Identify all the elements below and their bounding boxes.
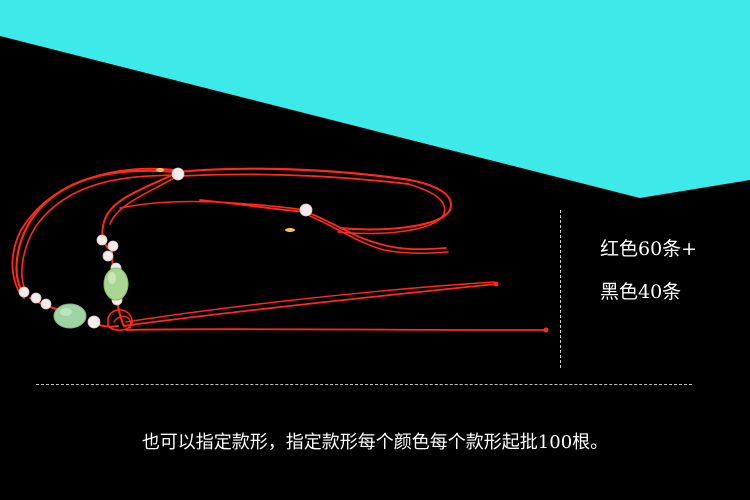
spec-black-quantity: 黑色40条 xyxy=(600,281,682,303)
spec-red-quantity: 红色60条+ xyxy=(600,238,698,260)
vertical-divider xyxy=(560,210,561,368)
horizontal-divider xyxy=(36,384,692,385)
footer-note: 也可以指定款形，指定款形每个颜色每个款形起批100根。 xyxy=(141,432,609,453)
cyan-banner-shape xyxy=(0,0,750,198)
